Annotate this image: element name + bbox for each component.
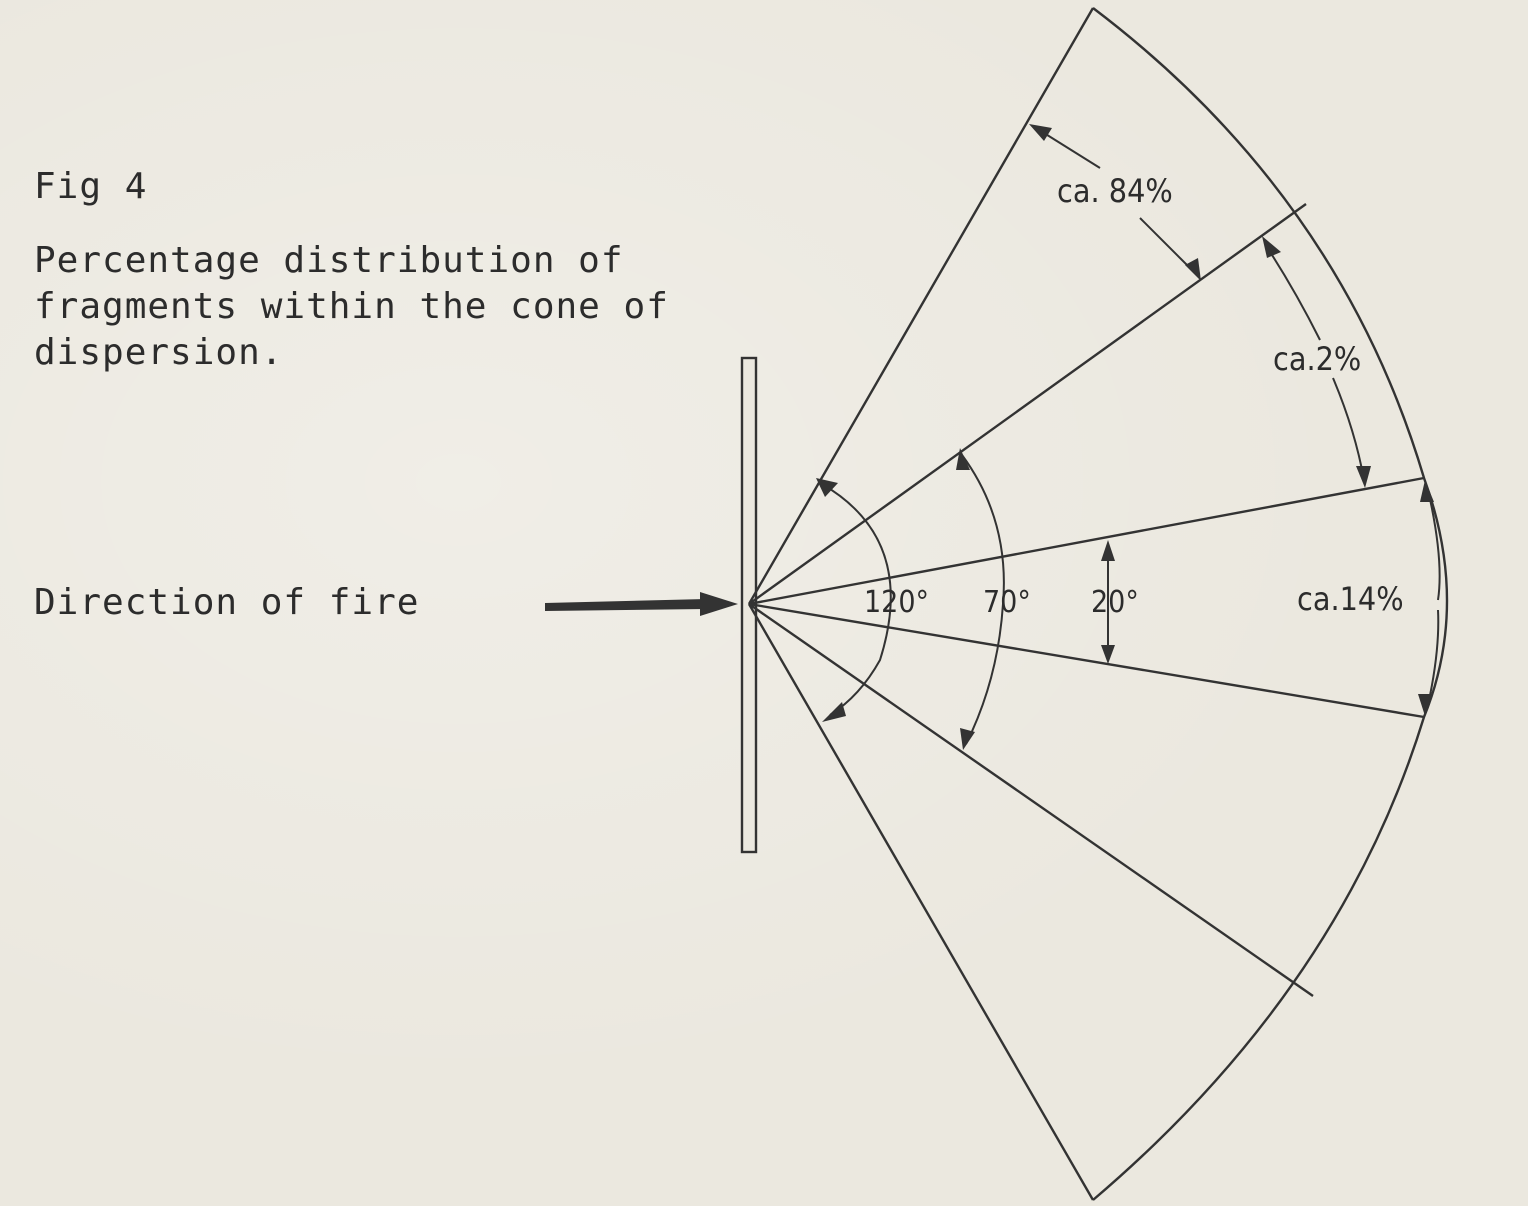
angle-label-20: 20° — [1091, 585, 1139, 620]
ray-20-upper — [748, 476, 1425, 606]
angle-label-70: 70° — [983, 585, 1031, 620]
angle-marker-20 — [1101, 540, 1115, 664]
ray-20-lower — [748, 602, 1425, 719]
ray-120-lower — [747, 603, 1095, 1201]
zone-14-arrow — [1418, 480, 1441, 716]
cone-outer-arc — [1092, 7, 1449, 1201]
percent-label-outer: ca. 84% — [1057, 172, 1173, 210]
angle-label-120: 120° — [864, 585, 929, 620]
percent-label-inner: ca.14% — [1297, 580, 1404, 618]
figure-title: Percentage distribution of fragments wit… — [34, 240, 669, 373]
figure-number: Fig 4 — [34, 166, 148, 207]
direction-arrow — [545, 592, 738, 616]
zone-84-arrow — [1029, 124, 1201, 281]
ray-70-upper — [748, 203, 1307, 605]
angle-arc-120 — [816, 478, 892, 722]
percent-label-middle: ca.2% — [1273, 340, 1361, 378]
direction-of-fire-label: Direction of fire — [34, 582, 420, 623]
ray-120-upper — [747, 7, 1095, 605]
angle-arc-70 — [956, 448, 1005, 750]
zone-2-arrow — [1262, 236, 1371, 488]
ray-70-lower — [748, 603, 1314, 997]
